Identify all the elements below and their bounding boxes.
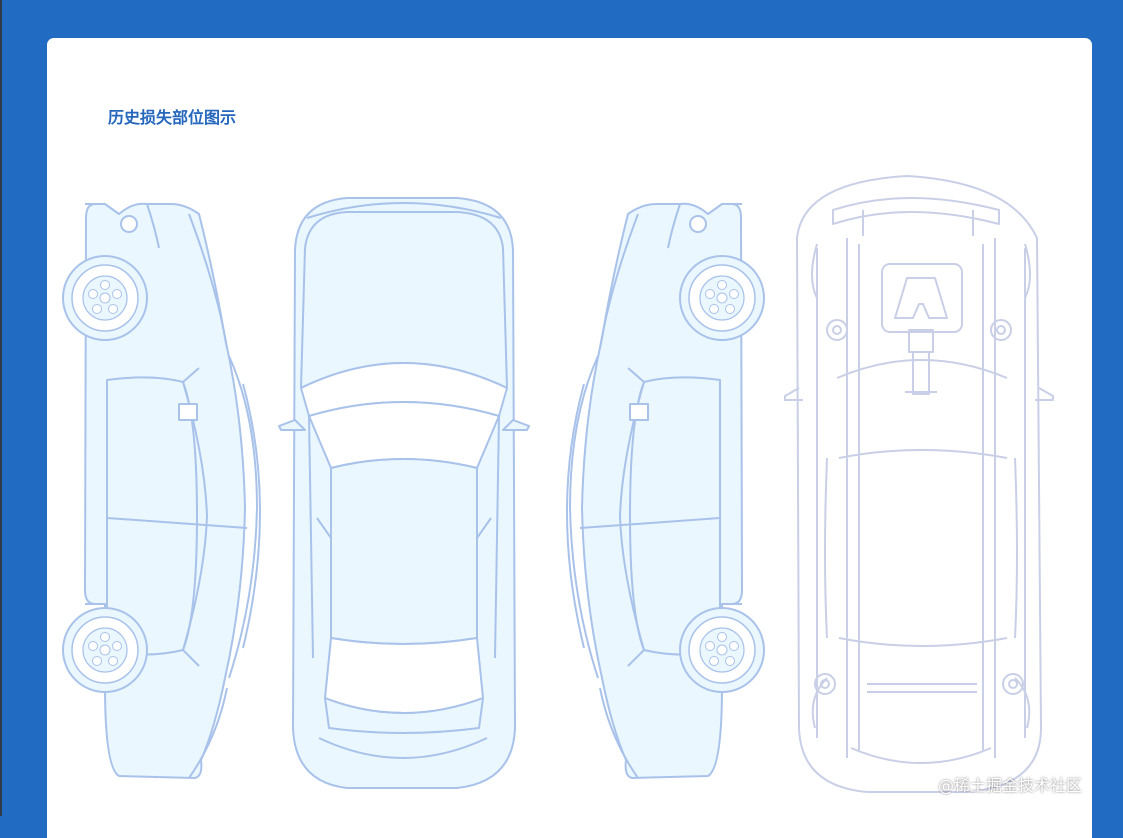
window-edge (0, 0, 2, 816)
car-side-right[interactable] (566, 202, 765, 779)
car-damage-diagram (47, 38, 1092, 816)
rear-wheel[interactable] (62, 607, 148, 693)
car-underside-view[interactable] (784, 175, 1054, 793)
page-title: 历史损失部位图示 (108, 108, 237, 127)
damage-card: 历史损失部位图示 (47, 38, 1092, 838)
front-wheel[interactable] (62, 255, 148, 341)
car-side-left[interactable] (62, 202, 261, 779)
rear-wheel[interactable] (679, 607, 765, 693)
watermark: @稀土掘金技术社区 (938, 776, 1083, 795)
car-top-view[interactable] (278, 197, 530, 789)
front-wheel[interactable] (679, 255, 765, 341)
